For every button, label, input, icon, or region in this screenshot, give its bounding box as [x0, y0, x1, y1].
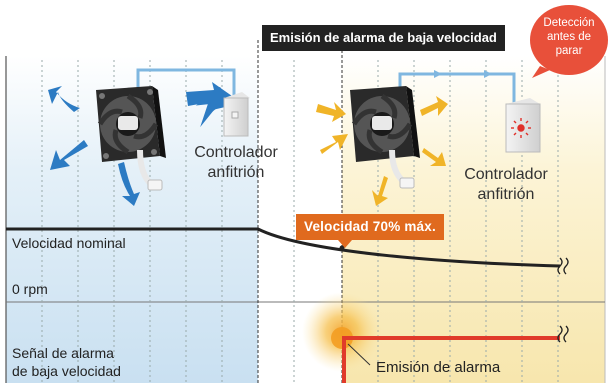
speed-curve: [6, 227, 561, 268]
alarm-signal-label-line2: de baja velocidad: [12, 363, 121, 379]
callout-line-2: antes de: [546, 31, 592, 43]
break-mark-icon: [557, 325, 569, 343]
alarm-emission-label: Emisión de alarma: [376, 359, 501, 376]
alarm-signal-label-line1: Señal de alarma: [12, 345, 114, 361]
alarm-light-icon: [511, 118, 531, 138]
speed-threshold-badge: Velocidad 70% máx.: [296, 214, 444, 248]
zero-rpm-label: 0 rpm: [12, 281, 48, 297]
controller-label-left-line2: anfitrión: [207, 164, 265, 181]
controller-label-left-line1: Controlador: [194, 144, 278, 161]
fan-icon: [350, 86, 420, 162]
break-mark-icon: [557, 257, 569, 275]
callout-line-3: parar: [555, 45, 583, 57]
callout-text: Detección antes de parar: [534, 16, 604, 58]
page-title: Emisión de alarma de baja velocidad: [262, 25, 505, 51]
airflow-arrow-icon: [48, 82, 232, 206]
signal-wire-left: [136, 68, 236, 100]
controller-label-right: Controlador anfitrión: [456, 165, 556, 205]
callout-badge: [530, 5, 608, 75]
controller-label-right-line1: Controlador: [464, 166, 548, 183]
controller-label-left: Controlador anfitrión: [186, 143, 286, 183]
rated-speed-label: Velocidad nominal: [12, 235, 126, 251]
alarm-signal-line: [342, 336, 560, 383]
controller-icon: [223, 92, 250, 137]
controller-label-right-line2: anfitrión: [477, 186, 535, 203]
airflow-arrow-icon: [316, 96, 448, 206]
fan-icon: [96, 86, 166, 162]
callout-line-1: Detección: [543, 17, 595, 29]
